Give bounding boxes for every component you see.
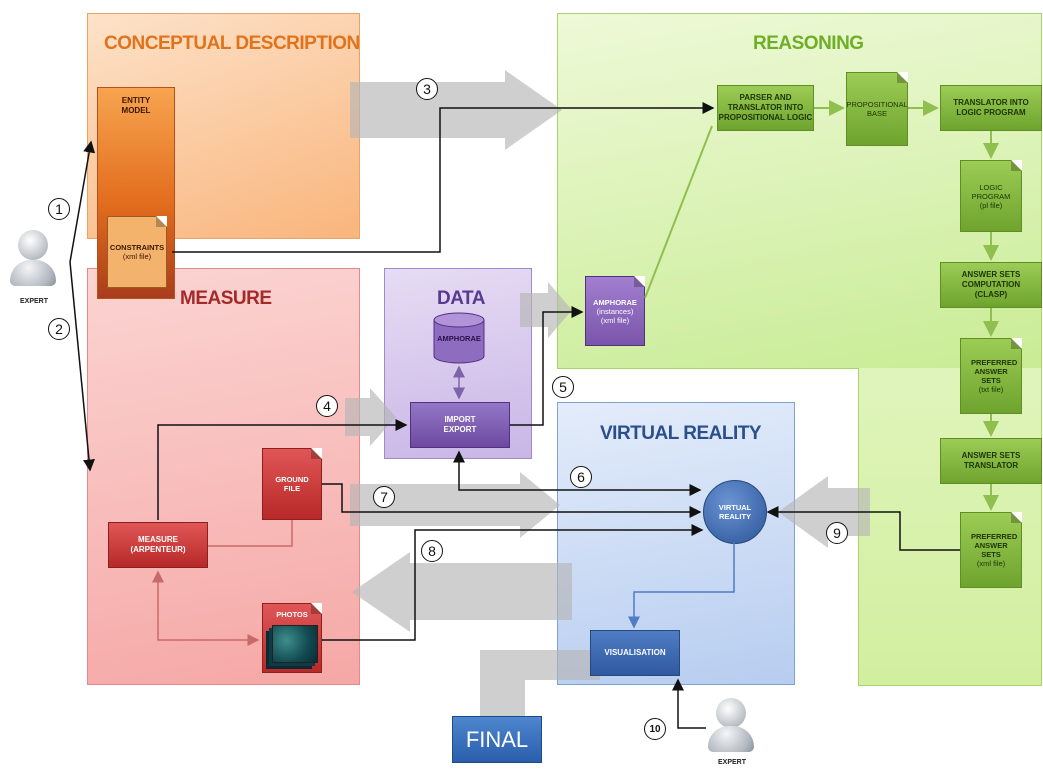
flow-arrow-data-to-amphorae [520, 282, 572, 338]
propositional-base-label: PROPOSITIONAL BASE [846, 100, 908, 118]
ground-file-label: GROUND FILE [275, 475, 309, 493]
flow-arrow-vr-to-measure [352, 552, 572, 632]
connector-expert-to-conceptual [69, 140, 96, 263]
virtual-reality-node-label: VIRTUAL REALITY [718, 503, 752, 521]
ground-file: GROUND FILE [262, 448, 322, 520]
translator-logic-program-box: TRANSLATOR INTO LOGIC PROGRAM [940, 85, 1042, 131]
step-9-marker: 9 [826, 522, 848, 544]
preferred-answer-sets-xml-file: PREFERRED ANSWER SETS (xml file) [960, 512, 1022, 588]
constraints-sub: (xml file) [122, 252, 152, 261]
answer-sets-translator-box: ANSWER SETS TRANSLATOR [940, 438, 1042, 484]
visualisation-label: VISUALISATION [604, 648, 666, 657]
constraints-file: CONSTRAINTS (xml file) [107, 216, 167, 288]
logic-program-sub: (pl file) [979, 200, 1003, 210]
answer-sets-translator-label: ANSWER SETS TRANSLATOR [961, 451, 1021, 470]
logic-program-label: LOGIC PROGRAM [971, 182, 1011, 201]
connector-amphorae-to-parser [644, 125, 713, 299]
import-export-label: IMPORT EXPORT [443, 415, 477, 434]
measure-title: MEASURE [180, 288, 272, 309]
connector-constraints-to-parser [172, 102, 715, 253]
preferred-xml-sub: (xml file) [976, 559, 1006, 568]
measure-arpenteur-box: MEASURE (ARPENTEUR) [108, 522, 208, 568]
translator-logic-program-label: TRANSLATOR INTO LOGIC PROGRAM [953, 98, 1029, 117]
amphorae-instances-sub2: (xml file) [600, 315, 630, 325]
flow-arrow-measure-to-data [345, 388, 396, 446]
virtual-reality-title: VIRTUAL REALITY [600, 423, 762, 444]
step-1-marker: 1 [48, 198, 70, 220]
reasoning-title: REASONING [753, 33, 864, 54]
connector-measure-to-importexport [157, 419, 408, 520]
conceptual-description-title: CONCEPTUAL DESCRIPTION [104, 33, 360, 54]
expert-left-icon [8, 230, 58, 292]
connector-expert-to-visualisation [672, 678, 706, 729]
connector-expert-to-measure [69, 261, 95, 472]
connector-groundfile-to-vr [322, 483, 702, 518]
amphorae-instances-label: AMPHORAE [593, 297, 637, 307]
measure-arpenteur-label: MEASURE (ARPENTEUR) [130, 535, 186, 554]
expert-bottom-label: EXPERT [718, 759, 747, 766]
final-label: FINAL [465, 726, 529, 752]
virtual-reality-node: VIRTUAL REALITY [703, 480, 767, 544]
parser-translator-box: PARSER AND TRANSLATOR INTO PROPOSITIONAL… [717, 85, 814, 131]
expert-left-label: EXPERT [20, 298, 49, 305]
connector-vr-to-visualisation [628, 542, 735, 629]
entity-model-label: ENTITY MODEL [121, 96, 151, 115]
connector-measure-to-photos [152, 570, 260, 646]
answer-sets-computation-box: ANSWER SETS COMPUTATION (CLASP) [940, 262, 1042, 308]
step-3-marker: 3 [416, 78, 438, 100]
visualisation-box: VISUALISATION [590, 630, 680, 676]
logic-program-file: LOGIC PROGRAM (pl file) [960, 160, 1022, 232]
connector-importexport-to-vr [453, 450, 702, 496]
final-box: FINAL [452, 716, 542, 763]
step-6-marker: 6 [570, 466, 592, 488]
parser-translator-label: PARSER AND TRANSLATOR INTO PROPOSITIONAL… [718, 93, 813, 122]
amphorae-instances-sub: (instances) [596, 306, 634, 316]
answer-sets-computation-label: ANSWER SETS COMPUTATION (CLASP) [961, 270, 1021, 299]
amphorae-database: AMPHORAE [432, 312, 486, 364]
import-export-box: IMPORT EXPORT [410, 402, 510, 448]
step-2-marker: 2 [48, 318, 70, 340]
connector-preferredxml-to-vr [766, 506, 960, 551]
constraints-label: CONSTRAINTS [109, 243, 165, 252]
step-10-marker: 10 [644, 718, 666, 740]
step-8-marker: 8 [421, 540, 443, 562]
preferred-txt-sub: (txt file) [978, 385, 1004, 394]
expert-bottom-icon [706, 698, 756, 756]
preferred-xml-label: PREFERRED ANSWER SETS [971, 532, 1018, 559]
data-title: DATA [437, 288, 485, 309]
preferred-txt-label: PREFERRED ANSWER SETS [971, 358, 1018, 385]
propositional-base-file: PROPOSITIONAL BASE [846, 72, 908, 146]
step-4-marker: 4 [316, 395, 338, 417]
step-7-marker: 7 [373, 486, 395, 508]
connector-measure-to-groundfile [208, 520, 293, 547]
flow-arrow-conceptual-to-reasoning [350, 70, 562, 150]
database-cylinder-icon [433, 312, 485, 364]
connector-importexport-to-amphorae [510, 306, 584, 426]
amphorae-db-label: AMPHORAE [437, 334, 481, 343]
preferred-answer-sets-txt-file: PREFERRED ANSWER SETS (txt file) [960, 338, 1022, 414]
step-5-marker: 5 [552, 376, 574, 398]
photos-label: PHOTOS [276, 610, 308, 619]
photos-thumbnail [272, 625, 318, 663]
connector-photos-to-vr [322, 524, 704, 641]
amphorae-instances-file: AMPHORAE (instances) (xml file) [585, 276, 645, 346]
